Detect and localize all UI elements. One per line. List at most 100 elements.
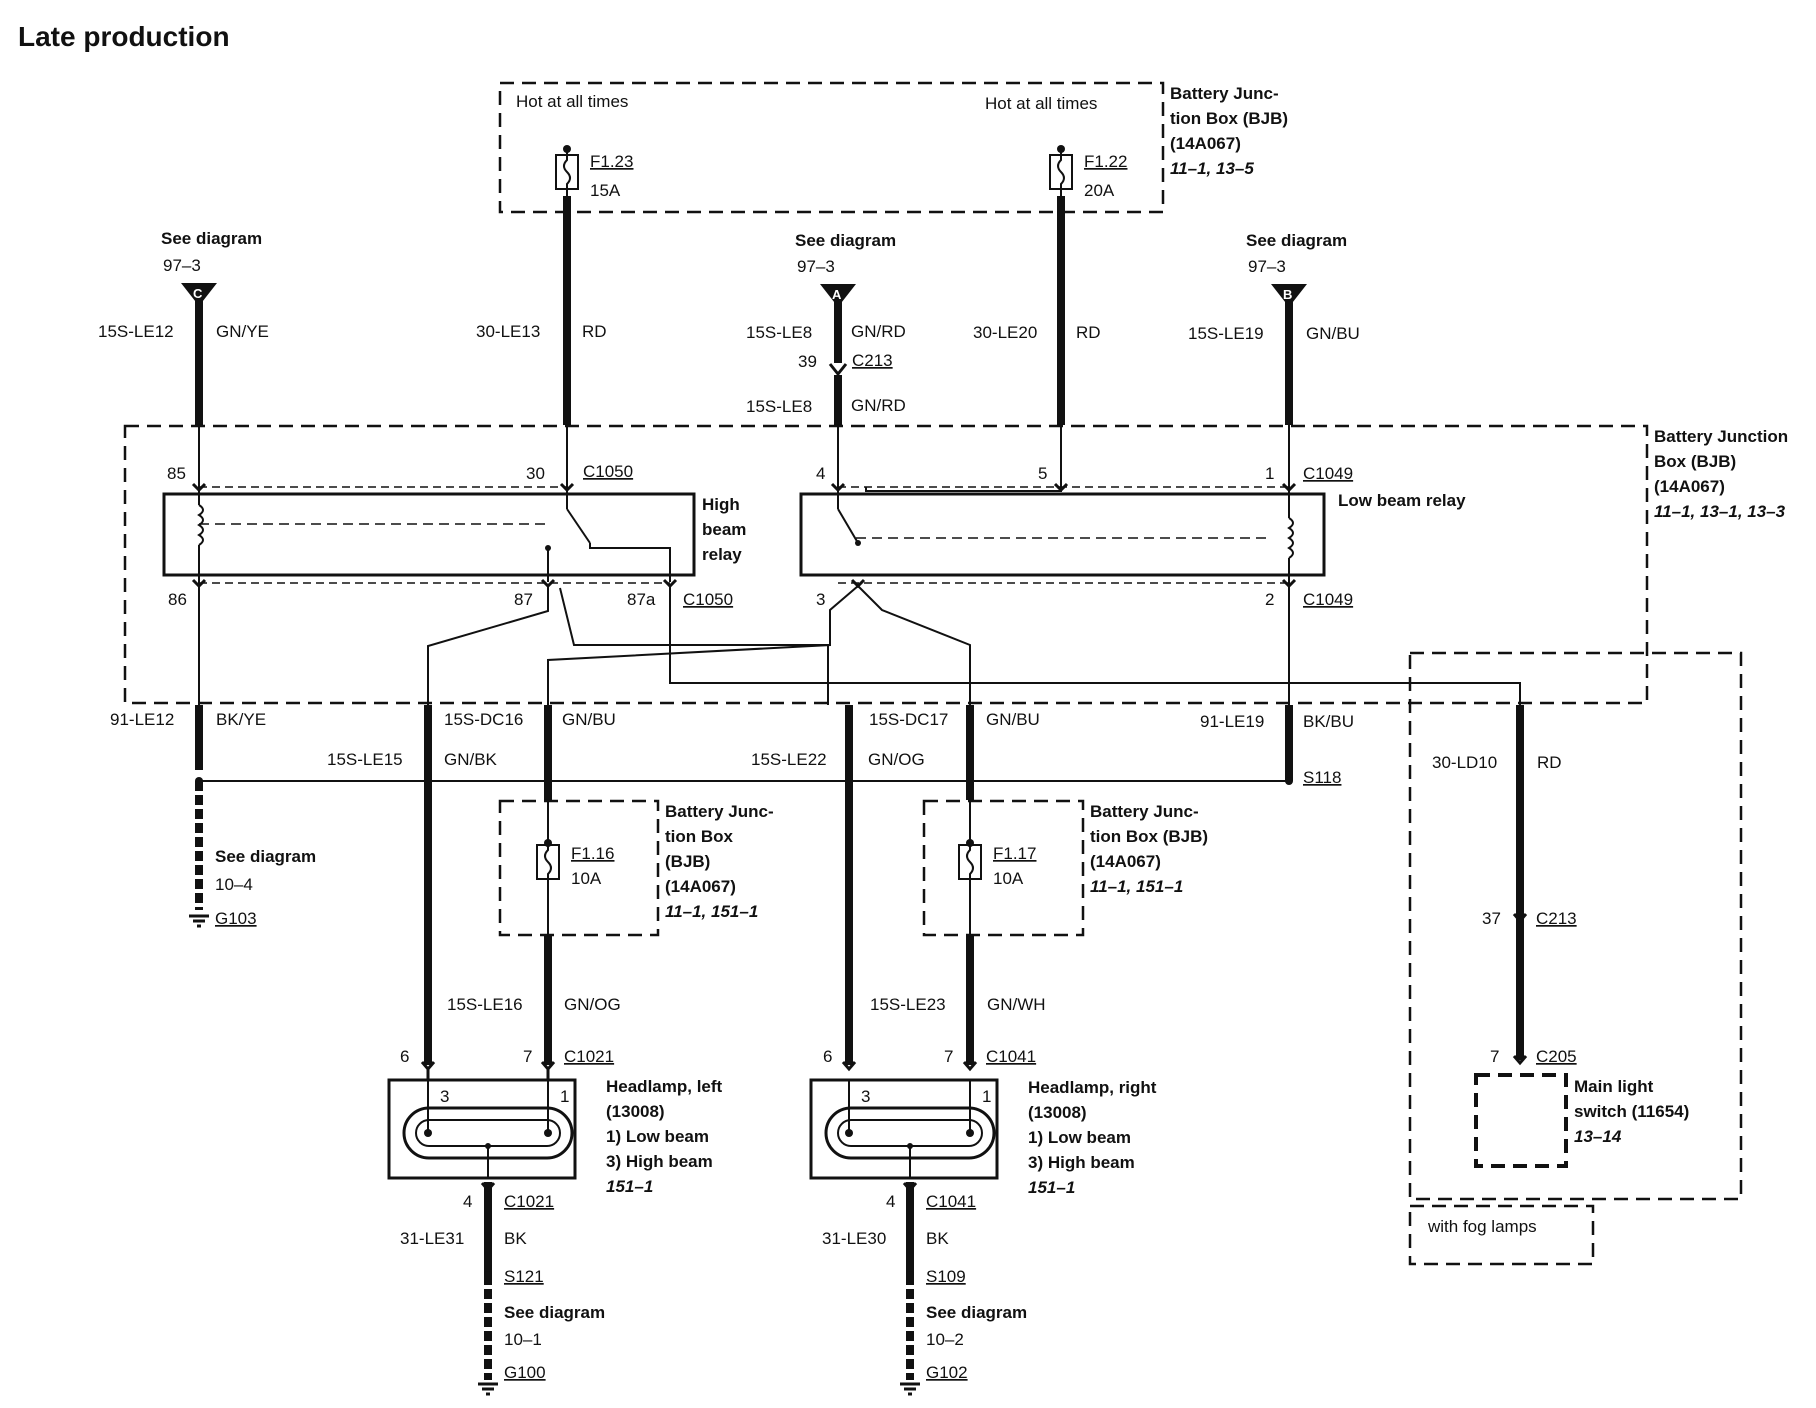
pin-5-mark [1053, 482, 1069, 493]
bjb-f117: F1.17 10A Battery Junc- tion Box (BJB) (… [922, 799, 1208, 937]
fuse-f117-id: F1.17 [993, 844, 1036, 863]
pin-86: 86 [168, 590, 187, 609]
bjb-f117-boundary [922, 799, 1085, 937]
le19-color: GN/BU [1306, 324, 1360, 343]
s121: S121 [504, 1267, 544, 1286]
c213-connector-mark [828, 363, 848, 377]
ref-c-see: See diagram [161, 229, 262, 248]
relay-lb-arm [837, 508, 859, 544]
f116-label-3: (BJB) [665, 852, 710, 871]
le13-color: RD [582, 322, 607, 341]
fuse-f117-element [966, 800, 974, 935]
headlamp-right-bulb-inner [837, 1119, 983, 1147]
fog-section: 37 C213 7 C205 Main light switch (11654)… [1408, 651, 1743, 1266]
ground-symbol-g103 [189, 914, 209, 928]
headlamp-right-body [809, 1078, 999, 1180]
headlamp-left: 3 1 6 7 C1021 Headlamp, left (13008) 1) … [387, 1047, 723, 1396]
pin-85: 85 [167, 464, 186, 483]
top-bjb: Hot at all times Hot at all times F1.23 … [498, 81, 1288, 214]
ref-b: See diagram 97–3 B [1246, 231, 1347, 307]
fog-boundary [1408, 651, 1743, 1201]
page-title: Late production [18, 21, 230, 52]
f117-label-3: (14A067) [1090, 852, 1161, 871]
pin-5: 5 [1038, 464, 1047, 483]
le12-bk-circuit: 91-LE12 [110, 710, 174, 729]
c205-label: C205 [1536, 1047, 1577, 1066]
g103-label: G103 [215, 909, 257, 928]
pin-3: 3 [816, 590, 825, 609]
pin-87a: 87a [627, 590, 656, 609]
top-bjb-label-3: (14A067) [1170, 134, 1241, 153]
c205-mark [1512, 1055, 1528, 1066]
le31-color: BK [504, 1229, 527, 1248]
le13-circuit: 30-LE13 [476, 322, 540, 341]
ref-a-page: 97–3 [797, 257, 835, 276]
g102-see: See diagram [926, 1303, 1027, 1322]
c1050-bottom: C1050 [683, 590, 733, 609]
le16-color: GN/OG [564, 995, 621, 1014]
g100-see: See diagram [504, 1303, 605, 1322]
headlamp-right-inner1: 1 [982, 1087, 991, 1106]
s109: S109 [926, 1267, 966, 1286]
headlamp-left-label-1: Headlamp, left [606, 1077, 723, 1096]
headlamp-left-pin4: 4 [463, 1192, 472, 1211]
bjb-f116: F1.16 10A Battery Junc- tion Box (BJB) (… [498, 799, 774, 937]
ref-a-triangle [820, 284, 856, 307]
switch-label-1: Main light [1574, 1077, 1654, 1096]
ref-c-triangle [181, 283, 217, 306]
le19-circuit: 15S-LE19 [1188, 324, 1264, 343]
ref-c-page: 97–3 [163, 256, 201, 275]
le23-color: GN/WH [987, 995, 1046, 1014]
main-light-switch [1474, 1073, 1568, 1168]
headlamp-left-label-2: (13008) [606, 1102, 665, 1121]
pin-30: 30 [526, 464, 545, 483]
c213-label: C213 [852, 351, 893, 370]
hot-label-left: Hot at all times [516, 92, 628, 111]
c1041-top: C1041 [986, 1047, 1036, 1066]
c213-pin-39: 39 [798, 352, 817, 371]
ref-a: See diagram 97–3 A [795, 231, 896, 307]
headlamp-right: 3 1 6 7 C1041 Headlamp, right (13008) 1)… [809, 1047, 1157, 1396]
high-beam-relay: 85 30 C1050 86 87 87a C1050 High beam re… [162, 425, 746, 705]
wire-87-cross-to-dc17 [559, 587, 829, 705]
f116-label-2: tion Box [665, 827, 734, 846]
fuse-f123-rating: 15A [590, 181, 621, 200]
c1041-bottom: C1041 [926, 1192, 976, 1211]
main-bjb-ref: 11–1, 13–1, 13–3 [1654, 502, 1786, 521]
headlamp-left-item1: 1) Low beam [606, 1127, 709, 1146]
ref-b-page: 97–3 [1248, 257, 1286, 276]
g100-page: 10–1 [504, 1330, 542, 1349]
c1050-top: C1050 [583, 462, 633, 481]
ld10-color: RD [1537, 753, 1562, 772]
ground-symbol-g102 [900, 1382, 920, 1396]
dc17-color: GN/BU [986, 710, 1040, 729]
pin-86-mark [191, 578, 207, 589]
ref-c-letter: C [193, 286, 203, 301]
pin-4: 4 [816, 464, 825, 483]
c1049-top: C1049 [1303, 464, 1353, 483]
le16-circuit: 15S-LE16 [447, 995, 523, 1014]
headlamp-right-pin6: 6 [823, 1047, 832, 1066]
fuse-f122: F1.22 20A [1049, 145, 1127, 200]
pin-85-mark [191, 482, 207, 493]
ld10-circuit: 30-LD10 [1432, 753, 1497, 772]
g100-label: G100 [504, 1363, 546, 1382]
fuse-f116-id: F1.16 [571, 844, 614, 863]
le8-lower-color: GN/RD [851, 396, 906, 415]
main-bjb-label-3: (14A067) [1654, 477, 1725, 496]
le15-color: GN/BK [444, 750, 498, 769]
headlamp-right-pin7: 7 [944, 1047, 953, 1066]
c213-fog: C213 [1536, 909, 1577, 928]
ground-g103: See diagram 10–4 G103 [189, 847, 316, 928]
fuse-f123-id: F1.23 [590, 152, 633, 171]
dc16-circuit: 15S-DC16 [444, 710, 523, 729]
c1049-bottom: C1049 [1303, 590, 1353, 609]
headlamp-left-inner1: 1 [560, 1087, 569, 1106]
le8-upper-circuit: 15S-LE8 [746, 323, 812, 342]
top-bjb-label-2: tion Box (BJB) [1170, 109, 1288, 128]
ref-a-letter: A [832, 287, 842, 302]
headlamp-right-label-1: Headlamp, right [1028, 1078, 1157, 1097]
wire-87a-to-fog [669, 586, 1521, 705]
relay-hb-coil [197, 504, 204, 546]
